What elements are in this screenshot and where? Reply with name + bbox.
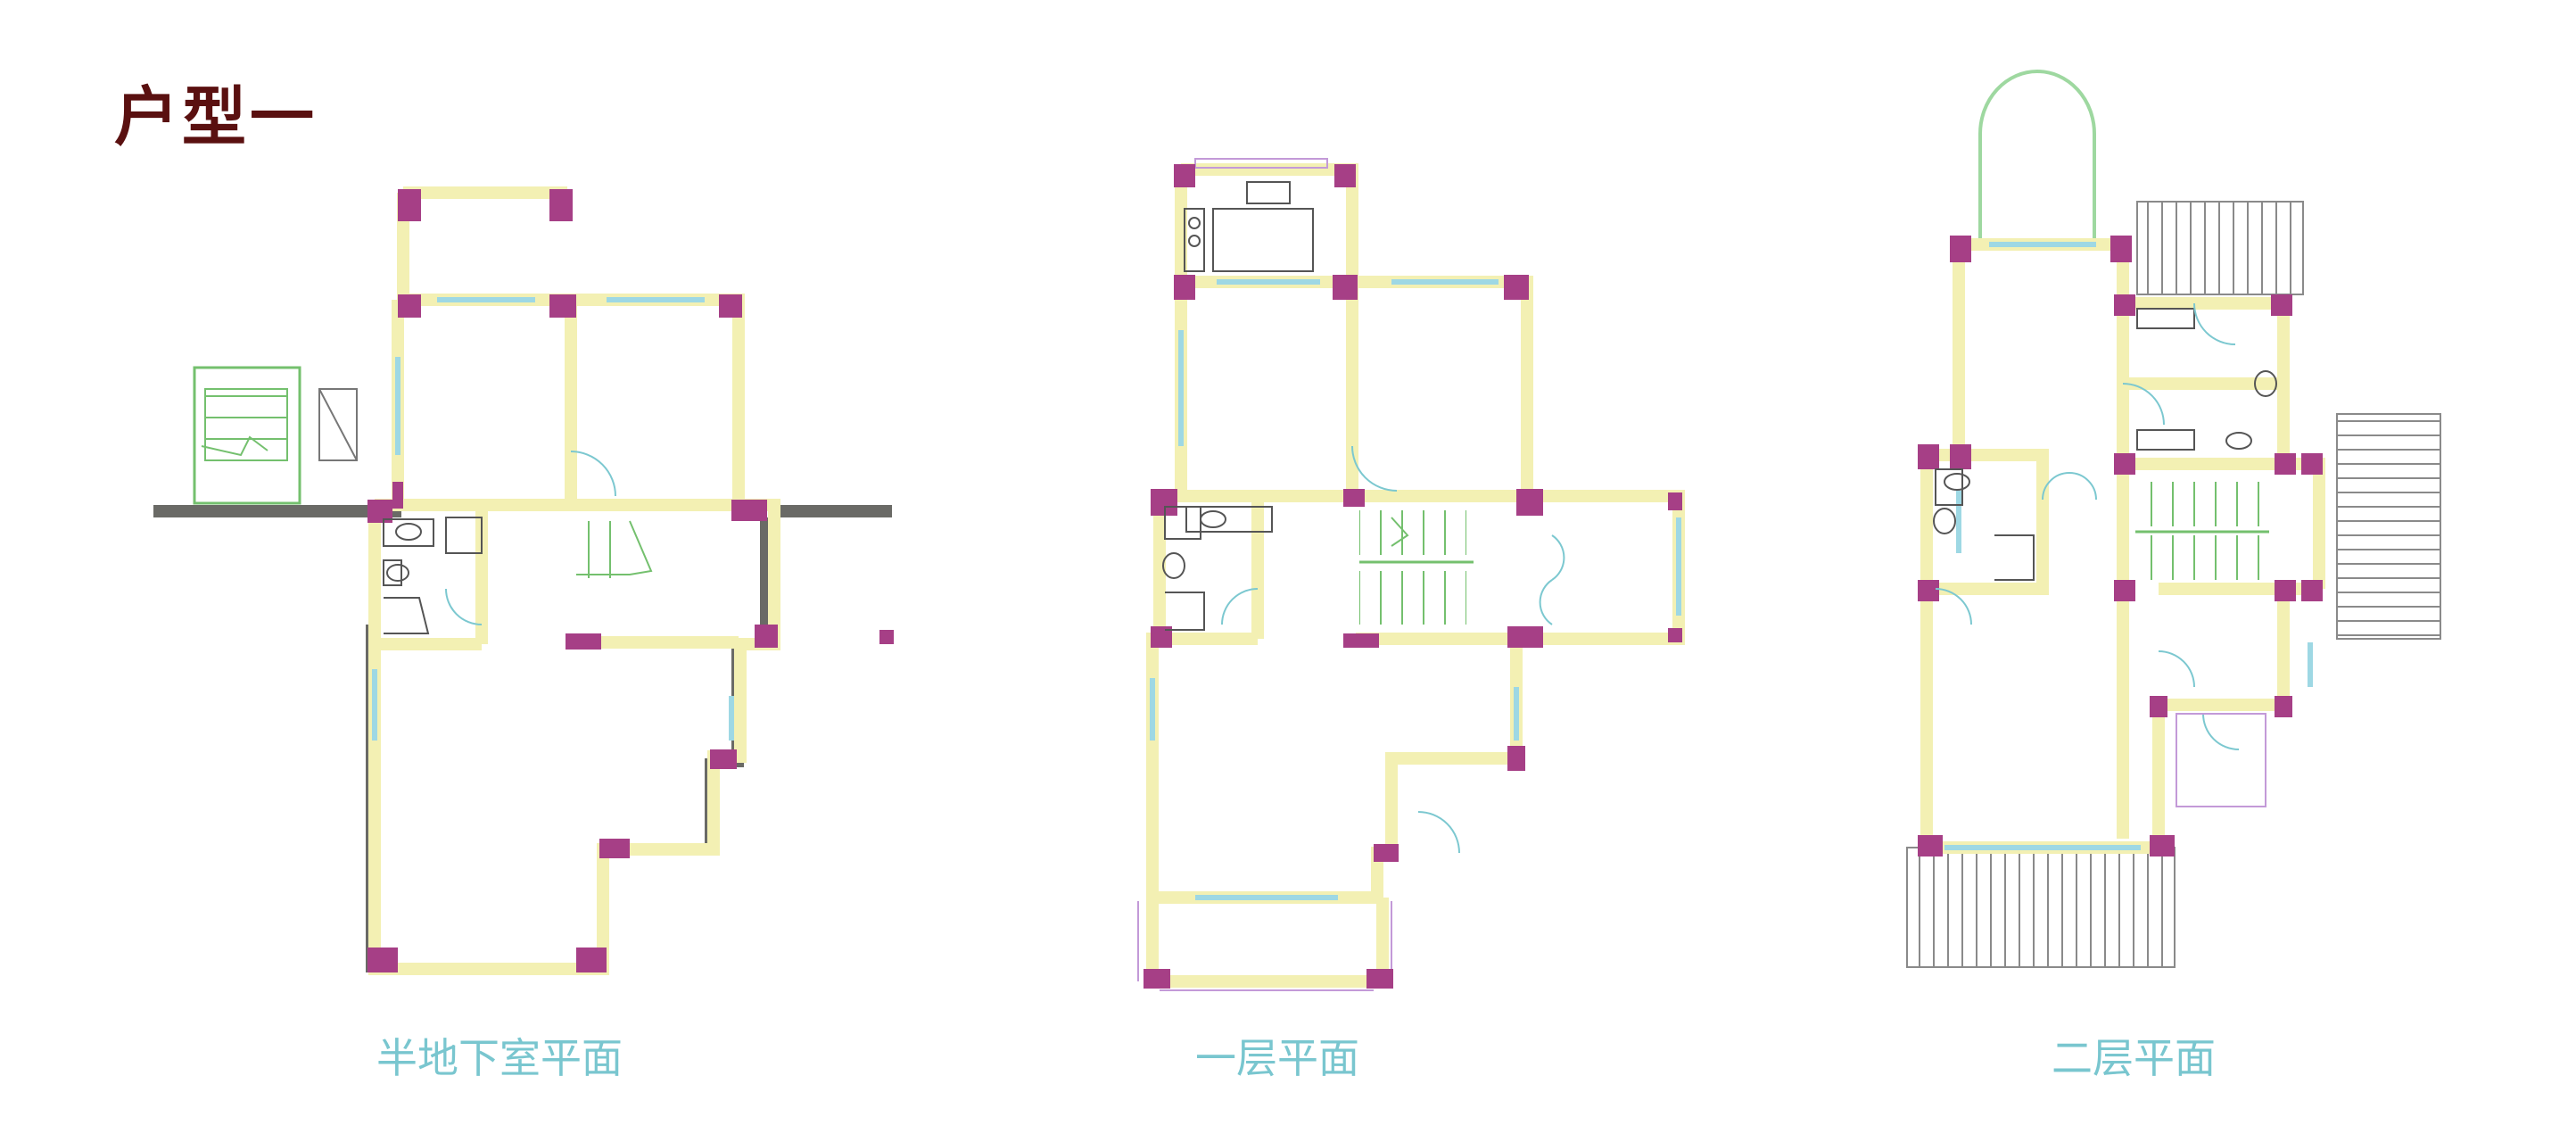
first-bathroom	[1162, 506, 1273, 631]
basement-plan	[153, 186, 894, 975]
basement-plan-label: 半地下室平面	[376, 1034, 623, 1082]
page-title: 户型一	[114, 79, 318, 154]
retaining-wall	[153, 505, 894, 974]
first-floor-plan	[1137, 158, 1685, 991]
first-kitchen	[1184, 181, 1314, 272]
exterior-stair	[193, 366, 358, 505]
second-doors	[1935, 302, 2240, 750]
second-floor-plan	[1906, 70, 2441, 968]
basement-stair	[576, 520, 653, 578]
second-bay-window	[1978, 70, 2096, 241]
first-railings	[1137, 158, 1392, 991]
second-windows	[1944, 242, 2313, 850]
second-stair	[2135, 482, 2269, 580]
basement-columns	[367, 189, 894, 972]
first-stair	[1359, 510, 1474, 625]
second-floor-plan-label: 二层平面	[2052, 1034, 2216, 1082]
first-floor-plan-label: 一层平面	[1195, 1034, 1359, 1082]
second-fixtures	[1933, 308, 2277, 581]
basement-bathroom	[383, 517, 483, 634]
second-railings	[2176, 713, 2266, 807]
basement-doors	[445, 451, 616, 625]
first-windows	[1150, 279, 1681, 900]
basement-windows	[372, 297, 734, 741]
second-decks	[1906, 201, 2441, 968]
first-doors	[1221, 445, 1565, 854]
first-columns	[1144, 164, 1682, 989]
second-columns	[1918, 236, 2323, 856]
